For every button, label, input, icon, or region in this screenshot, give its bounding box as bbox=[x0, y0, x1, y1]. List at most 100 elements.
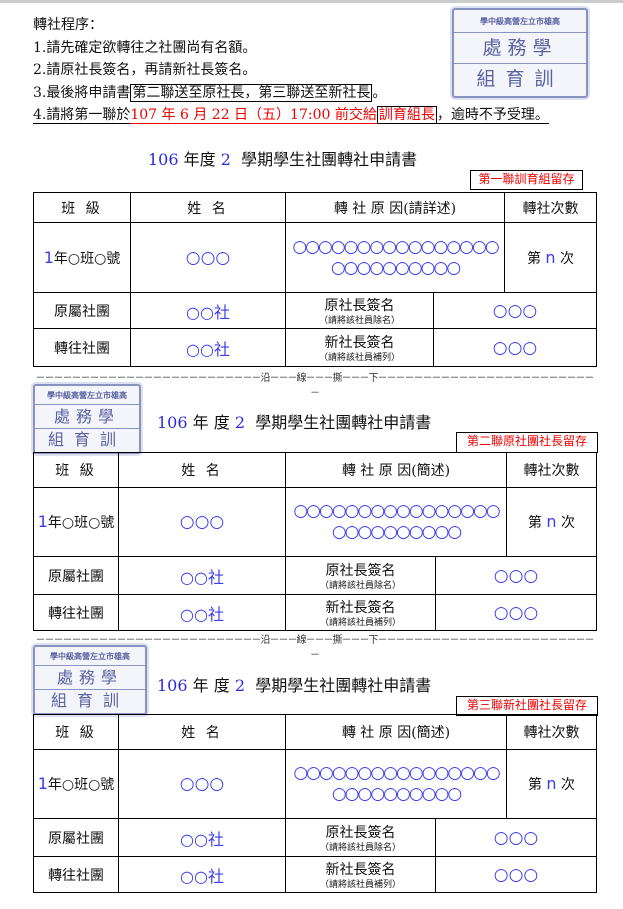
step-4-boxed: 訓育組長 bbox=[376, 106, 437, 124]
count-field[interactable]: 第 n 次 bbox=[506, 749, 597, 819]
new-sign-label: 新社長簽名（請將該社員補列） bbox=[285, 594, 436, 631]
application-table: 班 級 姓 名 轉 社 原 因(請詳述) 轉社次數 1年○班○號 ○○○ ○○○… bbox=[33, 192, 597, 367]
office-stamp: 學中級高營左立市雄高 處務學 組育訓 bbox=[33, 384, 141, 454]
title-text: 學期學生社團轉社申請書 bbox=[255, 676, 432, 695]
new-sign-note: （請將該社員補列） bbox=[319, 617, 401, 628]
name-field[interactable]: ○○○ bbox=[130, 222, 286, 293]
term: 2 bbox=[234, 676, 246, 695]
page-top-border bbox=[0, 0, 623, 3]
header-reason: 轉 社 原 因(請詳述) bbox=[285, 192, 505, 223]
new-club-row: 轉往社團 ○○社 新社長簽名（請將該社員補列） ○○○ bbox=[33, 856, 597, 893]
reason-field[interactable]: ○○○○○○○○○○○○○○○○○○○○○○○○○○ bbox=[285, 749, 507, 819]
school-year: 106 bbox=[148, 150, 179, 169]
new-club-row: 轉往社團 ○○社 新社長簽名（請將該社員補列） ○○○ bbox=[33, 594, 597, 631]
term: 2 bbox=[234, 413, 246, 432]
header-name: 姓 名 bbox=[130, 192, 286, 223]
new-club-row: 轉往社團 ○○社 新社長簽名（請將該社員補列） ○○○ bbox=[33, 328, 597, 367]
year-label: 年 度 bbox=[192, 413, 230, 432]
school-year: 106 bbox=[157, 413, 188, 432]
orig-sign-note: （請將該社員除名） bbox=[319, 580, 401, 591]
orig-club-label: 原屬社團 bbox=[33, 818, 119, 857]
header-name: 姓 名 bbox=[118, 452, 286, 488]
orig-club-field[interactable]: ○○社 bbox=[118, 818, 286, 857]
header-count: 轉社次數 bbox=[506, 714, 597, 750]
name-field[interactable]: ○○○ bbox=[118, 487, 286, 557]
student-row: 1年○班○號 ○○○ ○○○○○○○○○○○○○○○○○○○○○○○○○○ 第 … bbox=[33, 222, 597, 293]
step-4-deadline: 107 年 6 月 22 日（五）17:00 前交給 bbox=[130, 107, 377, 124]
new-sign-label-text: 新社長簽名 bbox=[325, 599, 396, 616]
orig-sign-label-text: 原社長簽名 bbox=[324, 297, 395, 314]
original-club-row: 原屬社團 ○○社 原社長簽名（請將該社員除名） ○○○ bbox=[33, 818, 597, 857]
title-text: 學期學生社團轉社申請書 bbox=[255, 413, 432, 432]
count-value: n bbox=[545, 247, 556, 267]
class-field[interactable]: 1年○班○號 bbox=[33, 749, 119, 819]
class-field[interactable]: 1年○班○號 bbox=[33, 222, 131, 293]
reason-field[interactable]: ○○○○○○○○○○○○○○○○○○○○○○○○○○ bbox=[285, 487, 507, 557]
orig-club-field[interactable]: ○○社 bbox=[118, 556, 286, 595]
stamp-line-3: 組育訓 bbox=[50, 691, 129, 710]
orig-sign-field[interactable]: ○○○ bbox=[435, 556, 597, 595]
year-label: 年度 bbox=[183, 150, 216, 169]
tear-line: －－－－－－－－－－－－－－－－－－－－－－－－－沿－－－線－－－撕－－－下－－… bbox=[35, 635, 595, 661]
form-title: 106 年 度 2 學期學生社團轉社申請書 bbox=[157, 672, 431, 696]
step-3-boxed: 第二聯送至原社長，第三聯送至新社長 bbox=[130, 83, 373, 102]
stamp-line-1: 學中級高營左立市雄高 bbox=[35, 386, 139, 405]
step-1: 1.請先確定欲轉往之社團尚有名額。 bbox=[33, 39, 257, 56]
step-4-prefix: 4.請將第一聯於 bbox=[33, 107, 131, 124]
count-field[interactable]: 第 n 次 bbox=[506, 487, 597, 557]
instructions: 轉社程序： 1.請先確定欲轉往之社團尚有名額。 2.請原社長簽名，再請新社長簽名… bbox=[33, 14, 549, 127]
new-club-label: 轉往社團 bbox=[33, 328, 131, 367]
copy-label: 第一聯訓育組留存 bbox=[470, 170, 583, 190]
count-field[interactable]: 第 n 次 bbox=[504, 222, 597, 293]
new-sign-field[interactable]: ○○○ bbox=[435, 594, 597, 631]
orig-sign-label: 原社長簽名（請將該社員除名） bbox=[285, 292, 434, 329]
student-row: 1年○班○號 ○○○ ○○○○○○○○○○○○○○○○○○○○○○○○○○ 第 … bbox=[33, 749, 597, 819]
stamp-line-1: 學中級高營左立市雄高 bbox=[454, 10, 586, 33]
count-suffix: 次 bbox=[561, 777, 576, 793]
office-stamp: 學中級高營左立市雄高 處務學 組育訓 bbox=[452, 8, 588, 98]
title-text: 學期學生社團轉社申請書 bbox=[241, 150, 418, 169]
stamp-line-2: 處務學 bbox=[454, 33, 586, 64]
class-text: 年○班○號 bbox=[47, 515, 115, 531]
original-club-row: 原屬社團 ○○社 原社長簽名（請將該社員除名） ○○○ bbox=[33, 556, 597, 595]
stamp-line-3: 組育訓 bbox=[476, 68, 564, 90]
new-sign-note: （請將該社員補列） bbox=[318, 352, 400, 363]
class-field[interactable]: 1年○班○號 bbox=[33, 487, 119, 557]
orig-sign-label-text: 原社長簽名 bbox=[325, 824, 396, 841]
student-row: 1年○班○號 ○○○ ○○○○○○○○○○○○○○○○○○○○○○○○○○ 第 … bbox=[33, 487, 597, 557]
new-club-field[interactable]: ○○社 bbox=[118, 594, 286, 631]
orig-sign-field[interactable]: ○○○ bbox=[435, 818, 597, 857]
original-club-row: 原屬社團 ○○社 原社長簽名（請將該社員除名） ○○○ bbox=[33, 292, 597, 329]
orig-sign-label-text: 原社長簽名 bbox=[325, 562, 396, 579]
header-name: 姓 名 bbox=[118, 714, 286, 750]
count-prefix: 第 bbox=[526, 250, 541, 267]
reason-text: ○○○○○○○○○○○○○○○○○○○○○○○○○○ bbox=[292, 236, 499, 278]
header-row: 班 級 姓 名 轉 社 原 因(簡述) 轉社次數 bbox=[33, 452, 597, 488]
reason-field[interactable]: ○○○○○○○○○○○○○○○○○○○○○○○○○○ bbox=[285, 222, 505, 293]
name-field[interactable]: ○○○ bbox=[118, 749, 286, 819]
form-title: 106 年度 2 學期學生社團轉社申請書 bbox=[148, 146, 417, 170]
copy-label: 第二聯原社團社長留存 bbox=[456, 432, 598, 453]
count-value: n bbox=[546, 774, 557, 793]
header-class: 班 級 bbox=[33, 192, 131, 223]
count-prefix: 第 bbox=[527, 777, 542, 793]
new-sign-field[interactable]: ○○○ bbox=[433, 328, 597, 367]
new-club-field[interactable]: ○○社 bbox=[130, 328, 286, 367]
instructions-heading: 轉社程序： bbox=[33, 17, 103, 33]
new-club-field[interactable]: ○○社 bbox=[118, 856, 286, 893]
orig-sign-field[interactable]: ○○○ bbox=[433, 292, 597, 329]
new-sign-label-text: 新社長簽名 bbox=[325, 861, 396, 878]
header-reason: 轉 社 原 因(簡述) bbox=[285, 452, 507, 488]
tear-line: －－－－－－－－－－－－－－－－－－－－－－－－－沿－－－線－－－撕－－－下－－… bbox=[35, 373, 595, 399]
new-sign-field[interactable]: ○○○ bbox=[435, 856, 597, 893]
school-year: 106 bbox=[157, 676, 188, 695]
application-table: 班 級 姓 名 轉 社 原 因(簡述) 轉社次數 1年○班○號 ○○○ ○○○○… bbox=[33, 714, 597, 893]
count-value: n bbox=[546, 512, 557, 531]
new-club-label: 轉往社團 bbox=[33, 594, 119, 631]
orig-club-field[interactable]: ○○社 bbox=[130, 292, 286, 329]
orig-club-label: 原屬社團 bbox=[33, 556, 119, 595]
reason-text: ○○○○○○○○○○○○○○○○○○○○○○○○○○ bbox=[293, 763, 500, 804]
step-2: 2.請原社長簽名，再請新社長簽名。 bbox=[33, 62, 257, 78]
count-suffix: 次 bbox=[560, 250, 575, 267]
